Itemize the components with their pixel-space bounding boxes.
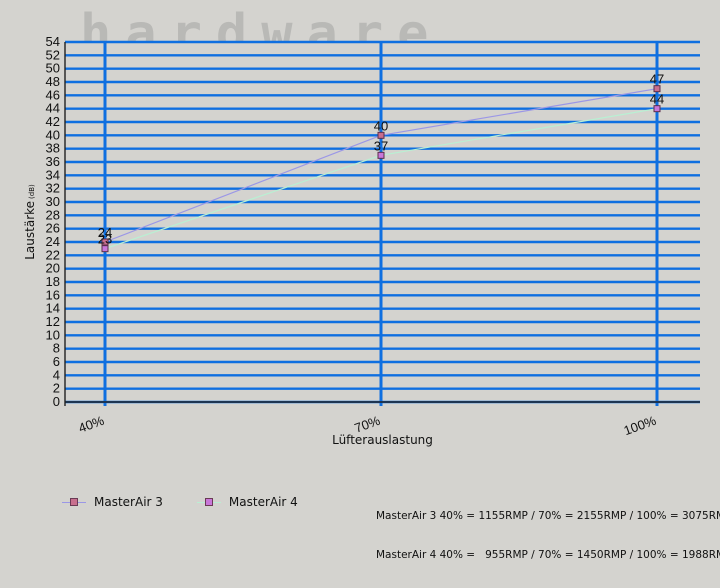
y-tick-label-0: 0 xyxy=(53,394,60,409)
y-axis-unit: (dB) xyxy=(28,184,36,199)
y-tick-label-36: 36 xyxy=(46,154,60,169)
series-1-point-1 xyxy=(377,131,385,139)
y-tick-label-8: 8 xyxy=(53,341,60,356)
y-tick-label-48: 48 xyxy=(46,74,60,89)
y-tick-label-16: 16 xyxy=(46,287,60,302)
series-2-point-2 xyxy=(653,105,661,113)
y-tick-label-38: 38 xyxy=(46,141,60,156)
rpm-notes: MasterAir 3 40% = 1155RMP / 70% = 2155RM… xyxy=(376,484,720,588)
series-1-point-2 xyxy=(653,85,661,93)
series-2-point-0 xyxy=(101,245,109,253)
legend-marker-masterair-3 xyxy=(70,498,78,506)
chart-svg: 0246810121416182022242628303234363840424… xyxy=(23,34,700,447)
y-tick-label-52: 52 xyxy=(46,47,60,62)
y-tick-label-2: 2 xyxy=(53,381,60,396)
series-1-label-0: 24 xyxy=(98,225,112,240)
y-tick-label-34: 34 xyxy=(46,167,60,182)
legend-line-masterair-4 xyxy=(196,497,221,507)
y-tick-label-50: 50 xyxy=(46,61,60,76)
series-2-label-2: 44 xyxy=(650,92,664,107)
y-tick-label-30: 30 xyxy=(46,194,60,209)
y-tick-label-46: 46 xyxy=(46,87,60,102)
y-tick-label-28: 28 xyxy=(46,207,60,222)
y-tick-label-6: 6 xyxy=(53,354,60,369)
y-tick-label-42: 42 xyxy=(46,114,60,129)
legend-label-masterair-3: MasterAir 3 xyxy=(94,495,163,509)
y-tick-label-10: 10 xyxy=(46,327,60,342)
legend: MasterAir 3 MasterAir 4 xyxy=(62,492,298,512)
series-2-point-1 xyxy=(377,151,385,159)
y-tick-label-20: 20 xyxy=(46,261,60,276)
chart: hardware inside 024681012141618202224262… xyxy=(23,8,720,561)
rpm-note-masterair-4: MasterAir 4 40% = 955RMP / 70% = 1450RMP… xyxy=(376,549,720,561)
rpm-note-masterair-3: MasterAir 3 40% = 1155RMP / 70% = 2155RM… xyxy=(376,510,720,522)
y-tick-label-54: 54 xyxy=(46,34,60,49)
series-2-label-0: 23 xyxy=(98,232,112,247)
legend-label-masterair-4: MasterAir 4 xyxy=(228,495,298,509)
legend-marker-masterair-4 xyxy=(204,498,213,506)
y-tick-label-4: 4 xyxy=(53,367,60,382)
y-tick-label-40: 40 xyxy=(46,127,60,142)
x-tick-label-2: 100% xyxy=(622,413,659,439)
series-1-label-2: 47 xyxy=(650,72,664,87)
y-tick-label-24: 24 xyxy=(46,234,60,249)
legend-item-masterair-4: MasterAir 4 xyxy=(196,495,298,509)
y-tick-label-14: 14 xyxy=(46,301,60,316)
series-1-label-1: 40 xyxy=(374,118,388,133)
y-axis-title: Laustärke(dB) xyxy=(23,184,37,260)
y-tick-label-26: 26 xyxy=(46,221,60,236)
series-2-label-1: 37 xyxy=(374,138,388,153)
legend-item-masterair-3: MasterAir 3 xyxy=(62,495,163,509)
y-tick-label-32: 32 xyxy=(46,181,60,196)
y-tick-label-18: 18 xyxy=(46,274,60,289)
y-tick-label-44: 44 xyxy=(46,101,60,116)
x-axis-title: Lüfterauslastung xyxy=(332,433,433,447)
y-tick-label-12: 12 xyxy=(46,314,60,329)
y-tick-label-22: 22 xyxy=(46,247,60,262)
series-1-point-0 xyxy=(101,238,109,246)
x-tick-label-0: 40% xyxy=(76,413,106,436)
legend-line-masterair-3 xyxy=(62,497,86,507)
